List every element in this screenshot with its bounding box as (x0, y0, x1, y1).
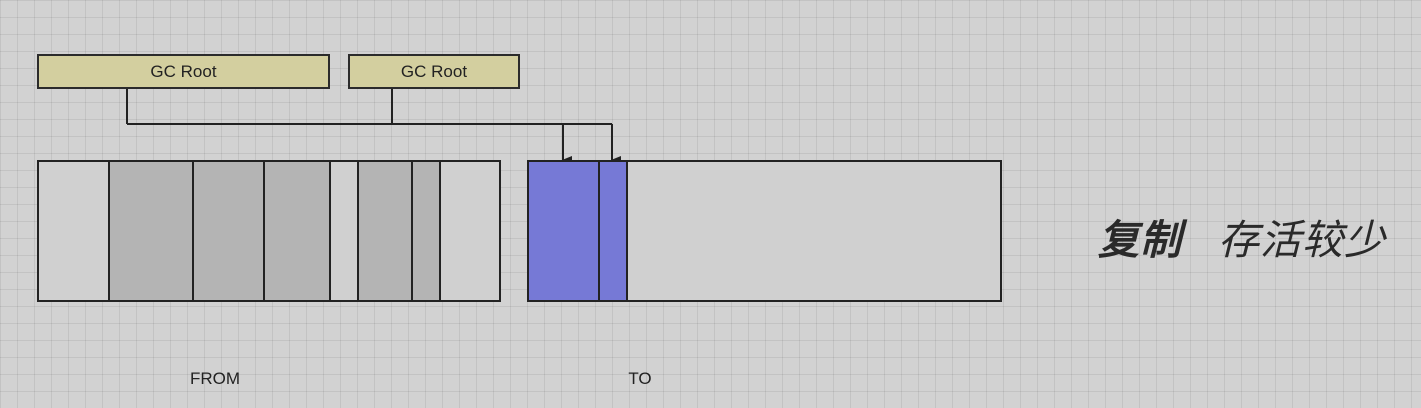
gc-root-label-1: GC Root (150, 61, 217, 81)
from-cell (265, 162, 331, 300)
from-cell (359, 162, 413, 300)
gc-root-label-2: GC Root (400, 61, 468, 81)
from-region (37, 160, 501, 302)
to-cell (529, 162, 600, 300)
caption: 复制存活较少 (1098, 206, 1386, 266)
to-cell (628, 162, 1000, 300)
from-label: FROM (189, 369, 241, 388)
from-cell (441, 162, 499, 300)
gc-root-box-2: GC Root (348, 54, 520, 89)
caption-bold: 复制 (1098, 216, 1182, 264)
from-cell (110, 162, 194, 300)
from-cell (39, 162, 110, 300)
caption-normal: 存活较少 (1218, 216, 1386, 264)
gc-root-box-1: GC Root (37, 54, 330, 89)
to-region (527, 160, 1002, 302)
from-cell (194, 162, 265, 300)
to-label: TO (628, 369, 652, 388)
from-cell (331, 162, 359, 300)
from-cell (413, 162, 441, 300)
to-cell (600, 162, 628, 300)
